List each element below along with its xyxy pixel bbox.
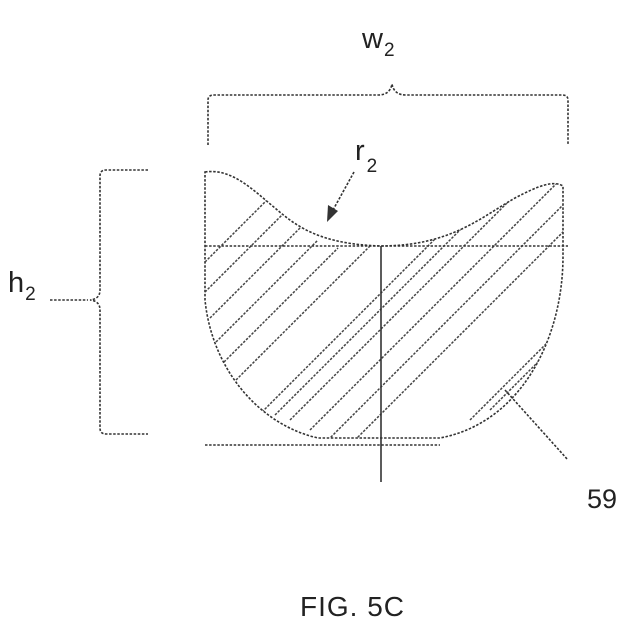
height-brace [90,170,148,434]
radius-label: r2 [355,135,377,177]
width-label: w2 [361,23,395,61]
reference-numeral: 59 [587,484,617,514]
figure-caption: FIG. 5C [300,591,405,622]
radius-arrowhead-icon [327,205,338,222]
radius-leader-line [333,172,354,210]
width-brace [208,84,568,145]
part-leader-line [505,390,568,460]
height-label: h2 [8,267,36,305]
cross-section-outline [205,172,563,438]
